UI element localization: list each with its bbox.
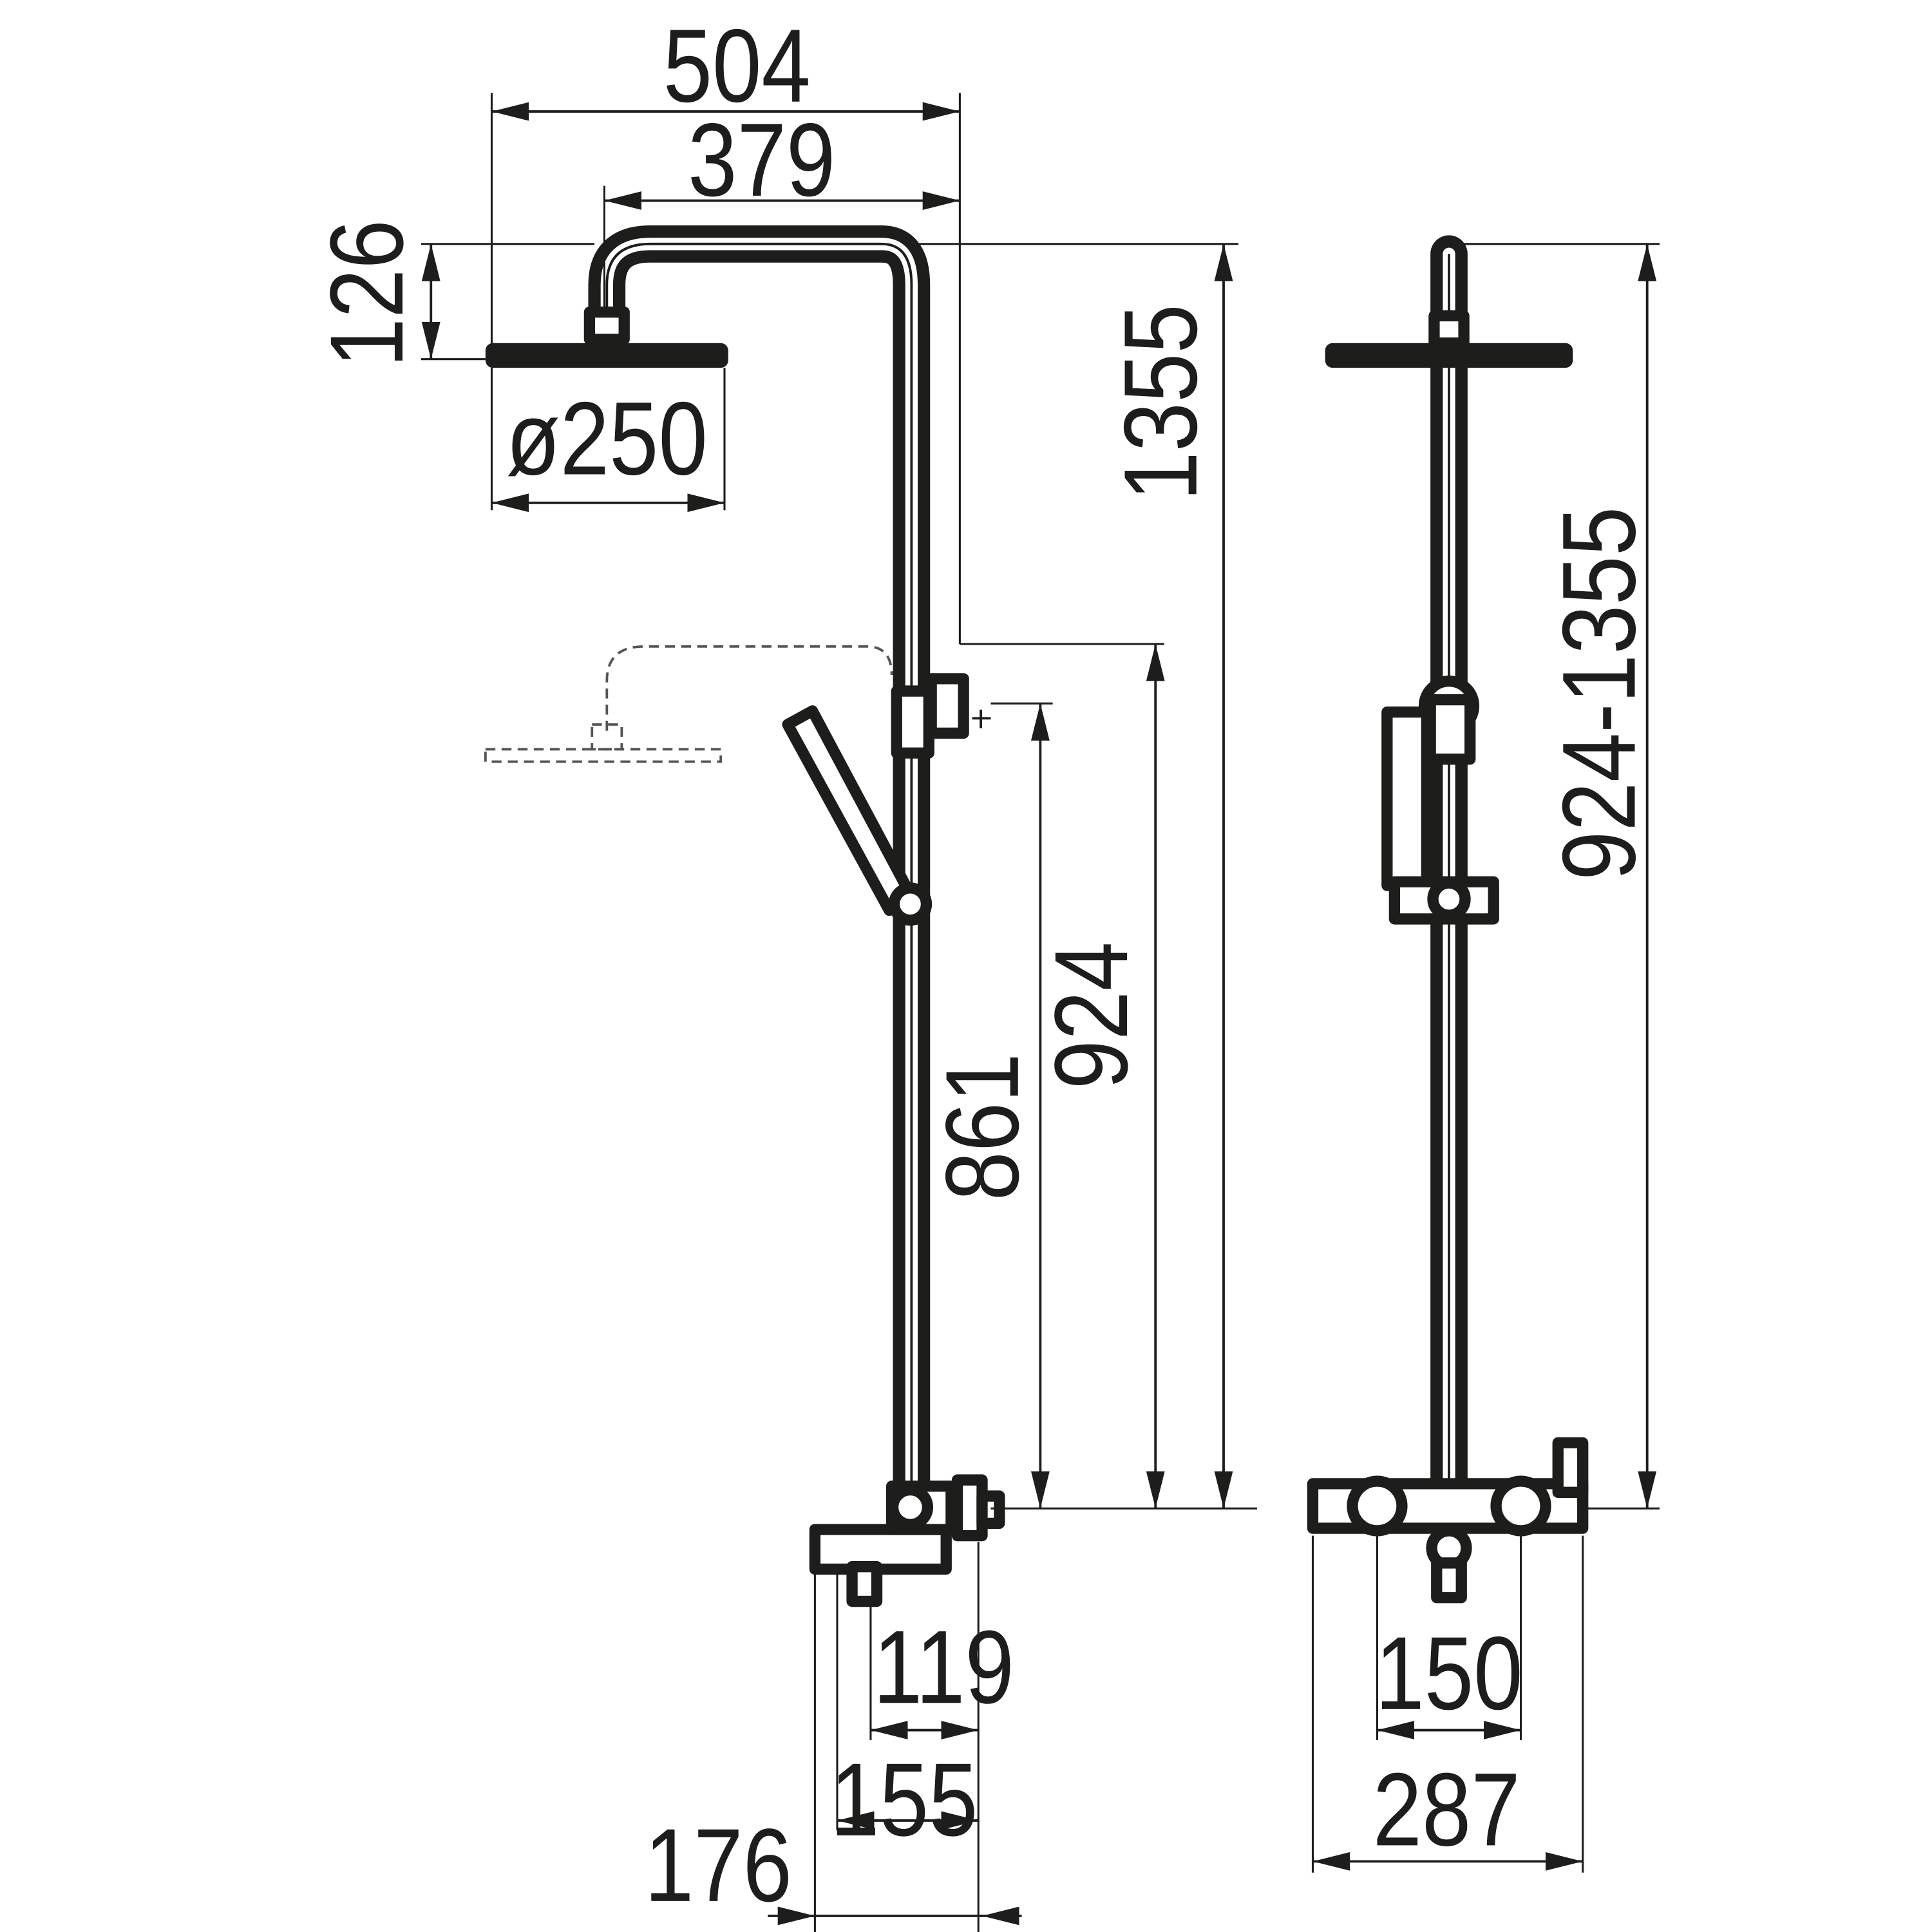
side-slider-and-handshower: [1381, 676, 1499, 925]
dim-379: 379: [603, 101, 960, 310]
dim-150: 150: [1375, 1535, 1523, 1740]
hand-shower: [782, 705, 933, 926]
svg-text:504: 504: [663, 7, 811, 124]
svg-text:119: 119: [873, 1609, 1014, 1725]
dim-287: 287: [1311, 1535, 1584, 1873]
dim-250: ø250: [490, 368, 726, 513]
svg-text:155: 155: [830, 1741, 978, 1857]
slider: [891, 673, 991, 759]
dim-924: 924: [960, 643, 1165, 1509]
svg-text:126: 126: [308, 220, 424, 367]
dim-861: 861: [923, 702, 1053, 1509]
shower-head-lowered-ghost: [484, 645, 893, 763]
dim-126: 126: [308, 220, 595, 367]
svg-text:861: 861: [923, 1053, 1040, 1200]
dim-1355: 1355: [916, 243, 1257, 1510]
thermostatic-mixer: [809, 1474, 1005, 1607]
svg-text:924-1355: 924-1355: [1540, 507, 1657, 880]
side-rail: [1325, 235, 1573, 1505]
dim-155: 155: [830, 1573, 979, 1857]
svg-text:176: 176: [645, 1806, 792, 1923]
svg-text:ø250: ø250: [506, 380, 708, 497]
svg-text:287: 287: [1373, 1751, 1520, 1868]
svg-text:379: 379: [688, 101, 835, 218]
side-mixer: [1307, 1437, 1589, 1604]
svg-text:1355: 1355: [1102, 304, 1218, 500]
svg-text:150: 150: [1375, 1615, 1522, 1731]
shower-head: [485, 306, 728, 368]
shower-rail: [588, 225, 931, 1505]
side-view: 924-1355 150 287: [1307, 235, 1660, 1873]
svg-text:924: 924: [1032, 942, 1149, 1089]
dim-504: 504: [490, 7, 961, 644]
dim-176: 176: [645, 1573, 1022, 1932]
dim-119: 119: [869, 1542, 1014, 1932]
front-view: 504 379 126 ø250 1355 924: [308, 7, 1257, 1932]
dim-924-1355: 924-1355: [1461, 243, 1660, 1510]
